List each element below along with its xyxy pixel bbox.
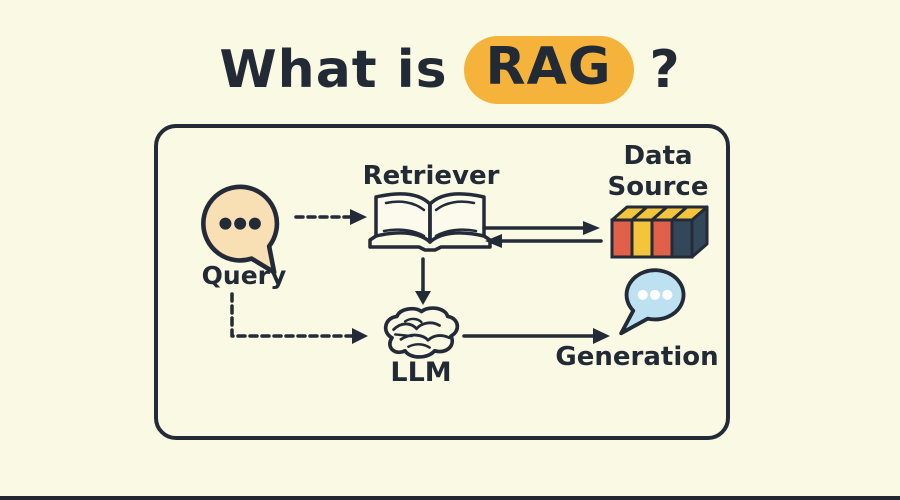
chat-bubble-icon (619, 268, 686, 336)
query-label: Query (201, 261, 287, 290)
title-highlight-pill: RAG (463, 36, 634, 104)
bubble-dot (248, 217, 261, 230)
book-stack-database-icon (610, 205, 709, 259)
title-prefix: What is (219, 40, 448, 100)
arrow-query-to-retriever (294, 209, 367, 225)
bubble-dot (662, 289, 673, 300)
open-book-icon (368, 192, 492, 252)
chat-bubble-icon (201, 184, 280, 275)
title-question-mark: ? (649, 40, 681, 100)
llm-label: LLM (390, 357, 452, 388)
arrow-llm-to-generation (462, 328, 610, 344)
page-title: What is RAG ? (0, 36, 900, 104)
bottom-edge-bar (0, 496, 900, 500)
data-source-label: Data Source (607, 141, 709, 202)
arrow-retriever-datasource-double (482, 221, 603, 248)
bubble-dot (650, 289, 661, 300)
arrow-retriever-to-llm (415, 257, 431, 305)
retriever-label: Retriever (362, 161, 500, 191)
bubble-dot (637, 289, 648, 300)
brain-icon (383, 306, 460, 359)
title-highlight-text: RAG (485, 37, 612, 97)
bubble-dot (234, 217, 247, 230)
diagram-frame (154, 124, 730, 440)
generation-label: Generation (555, 342, 719, 372)
bubble-dot (219, 217, 232, 230)
arrow-query-to-llm (230, 292, 368, 344)
